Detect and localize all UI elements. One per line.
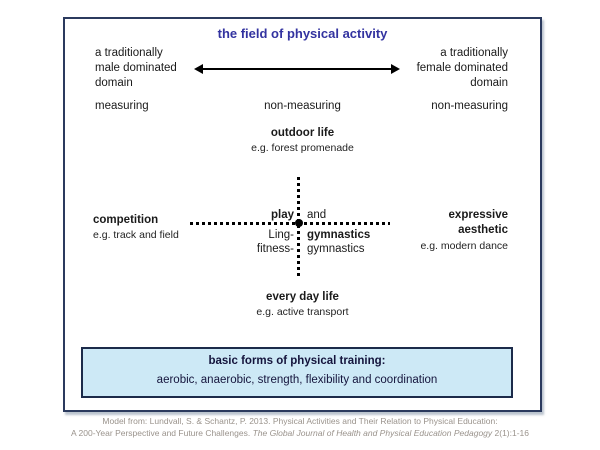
citation-prefix: A 200-Year Perspective and Future Challe…: [70, 428, 253, 438]
outdoor-life-label: outdoor life: [270, 127, 335, 139]
training-box: [81, 347, 513, 398]
measuring-right-label: non-measuring: [431, 100, 508, 112]
horizontal-dotted-axis: [190, 222, 390, 225]
ling-label: Ling-: [268, 229, 294, 241]
training-box-title: basic forms of physical training:: [208, 355, 386, 367]
double-arrow: [194, 64, 400, 74]
expressive-aesthetic-label: expressive aesthetic: [448, 209, 508, 236]
figure-title: the field of physical activity: [217, 26, 388, 41]
axis-crossing-dot: [295, 219, 303, 227]
citation-line-2: A 200-Year Perspective and Future Challe…: [0, 427, 600, 439]
citation-volume: 2(1):1-16: [492, 428, 530, 438]
left-domain-label: a traditionally male dominated domain: [95, 47, 177, 89]
competition-example: e.g. track and field: [93, 229, 179, 241]
everyday-life-example: e.g. active transport: [256, 306, 349, 318]
training-box-items: aerobic, anaerobic, strength, flexibilit…: [156, 374, 438, 386]
and-label: and: [307, 209, 327, 221]
fitness-gymnastics-label: gymnastics: [307, 243, 365, 255]
expressive-aesthetic-example: e.g. modern dance: [420, 240, 508, 252]
measuring-left-label: measuring: [95, 100, 149, 112]
citation-line-1: Model from: Lundvall, S. & Schantz, P. 2…: [102, 416, 498, 426]
measuring-center-label: non-measuring: [264, 100, 341, 112]
vertical-dotted-axis: [297, 177, 300, 278]
competition-label: competition: [93, 214, 159, 226]
figure-frame: [63, 17, 542, 412]
ling-gymnastics-label: gymnastics: [307, 229, 371, 241]
citation-journal: The Global Journal of Health and Physica…: [252, 428, 493, 438]
play-label: play: [270, 209, 294, 221]
right-domain-label: a traditionally female dominated domain: [416, 47, 508, 89]
outdoor-life-example: e.g. forest promenade: [251, 142, 354, 154]
fitness-label: fitness-: [256, 243, 294, 255]
everyday-life-label: every day life: [266, 291, 339, 303]
